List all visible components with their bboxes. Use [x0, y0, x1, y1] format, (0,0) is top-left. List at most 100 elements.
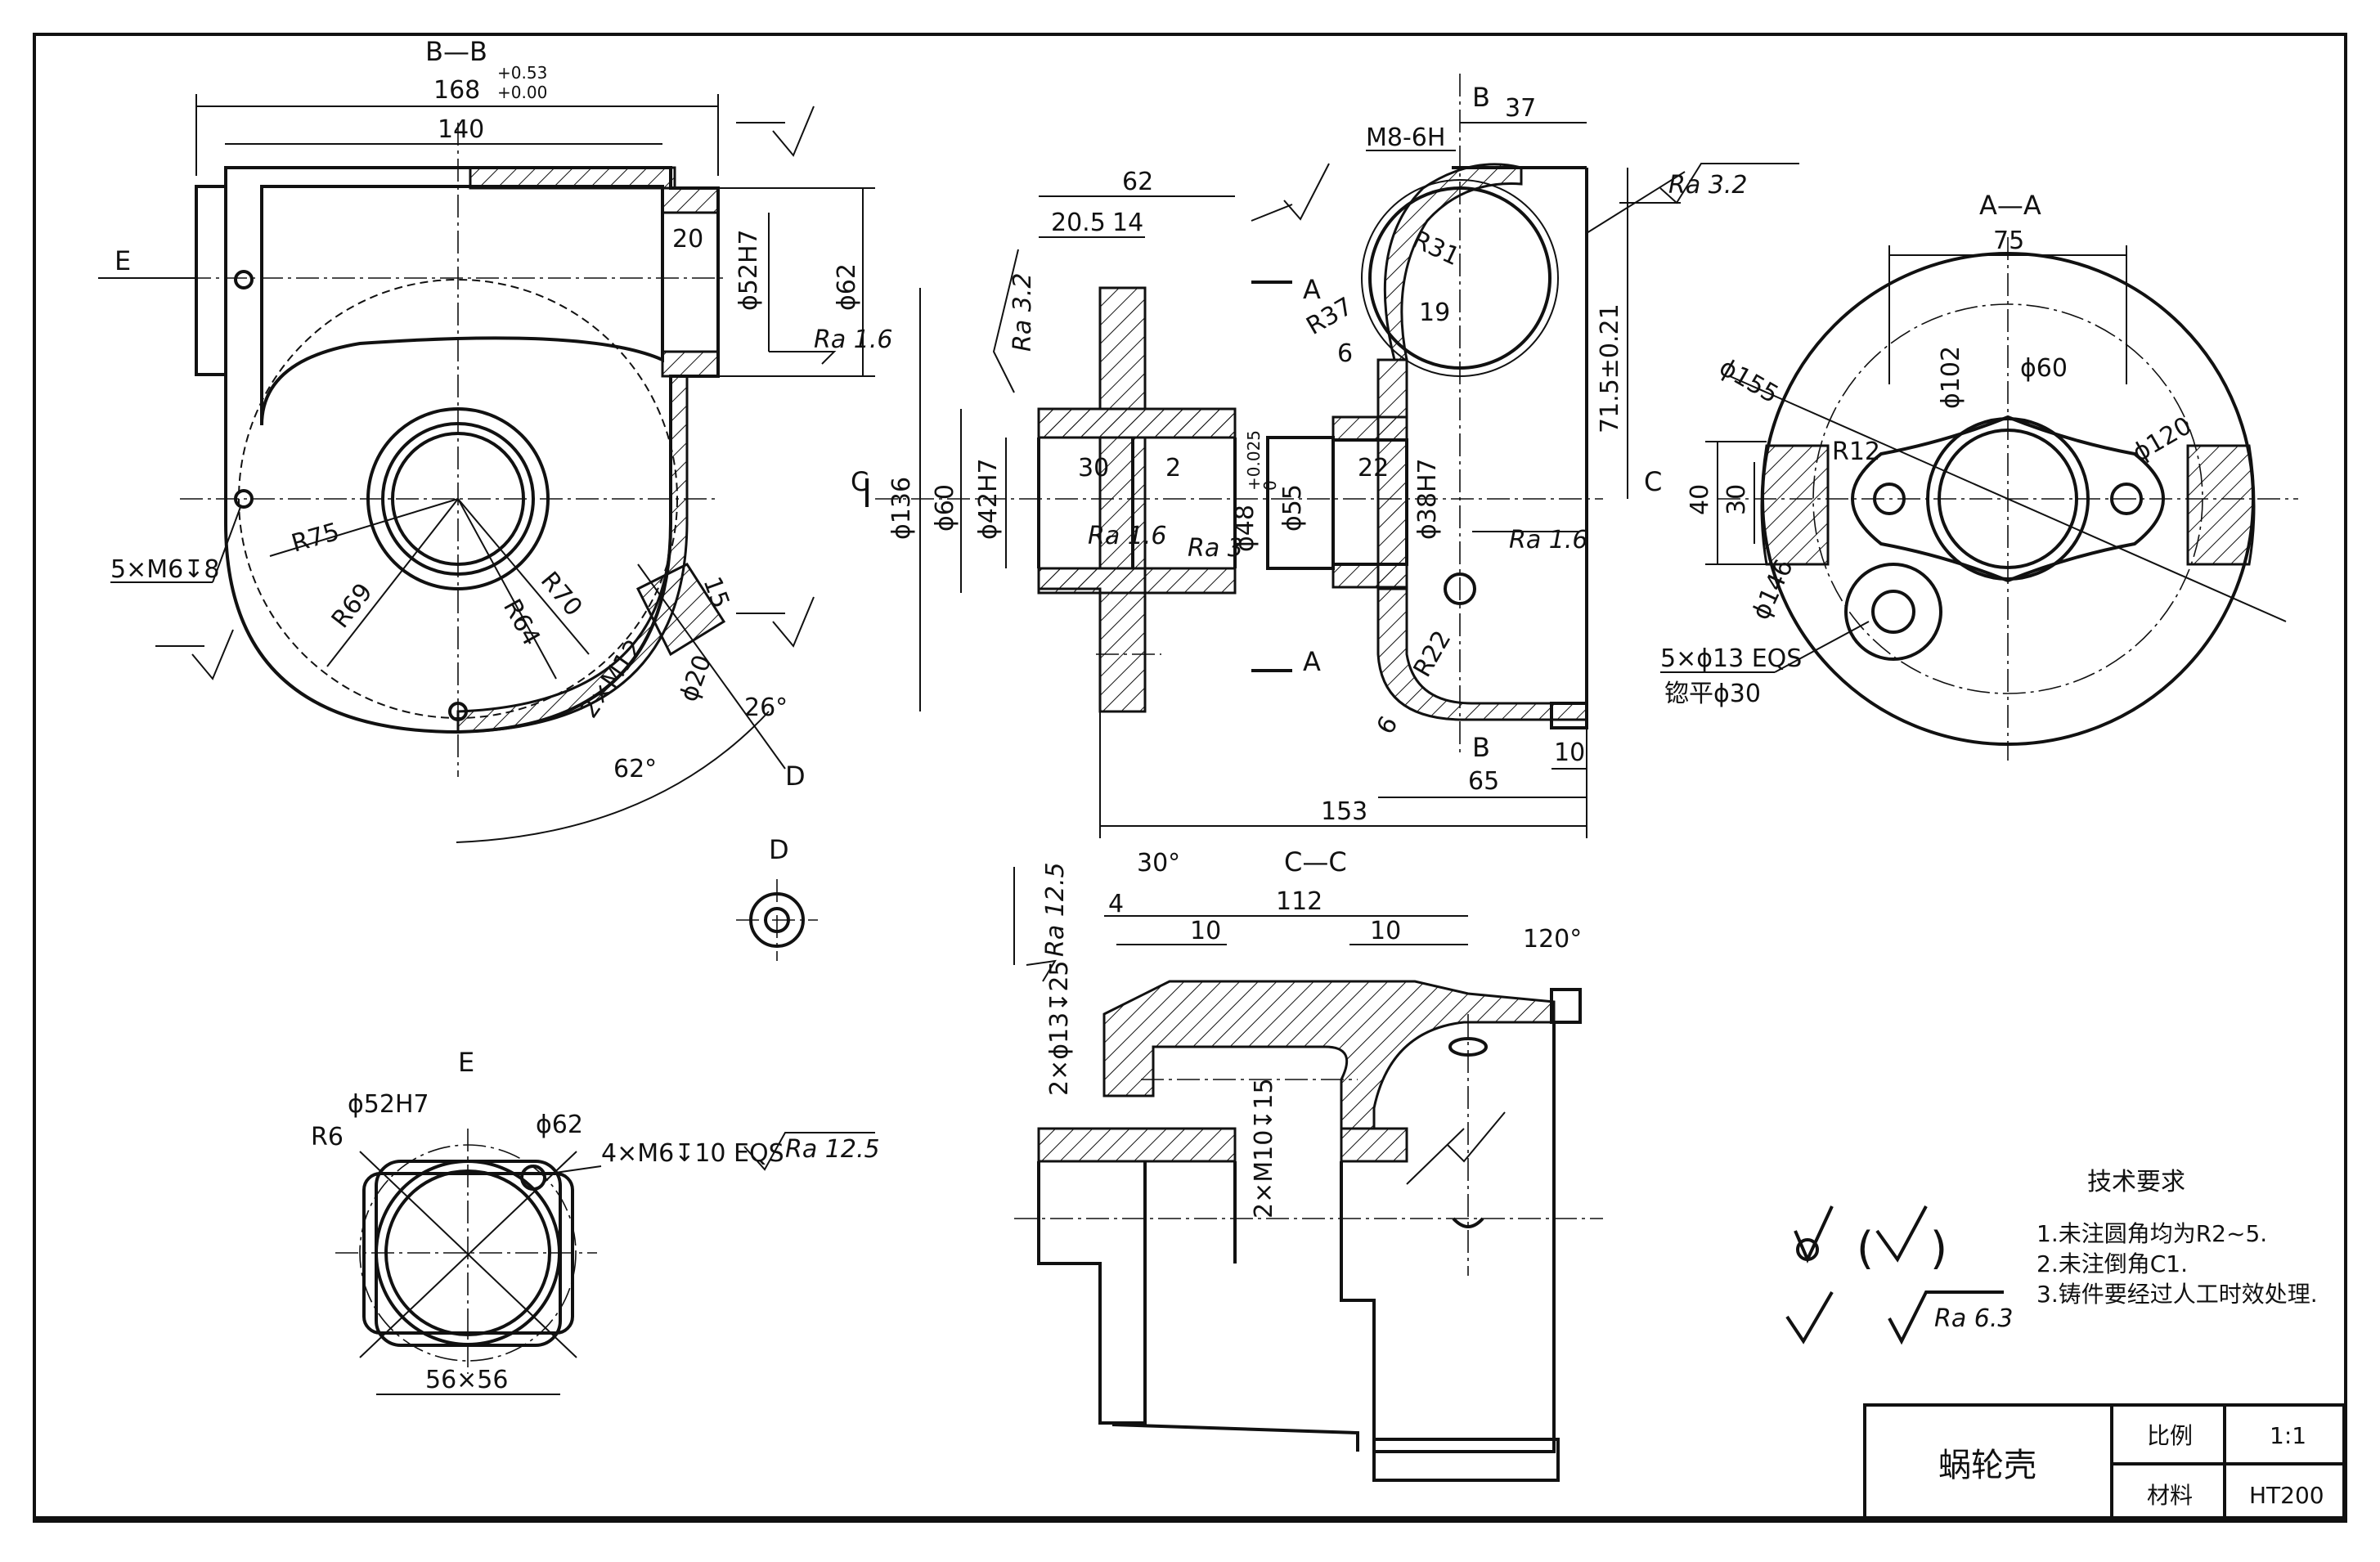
front-dim-60: ϕ60	[931, 484, 959, 532]
front-ra-top: Ra 3.2	[1668, 171, 1747, 200]
bb-inner-cavity	[260, 185, 664, 426]
view-d: D	[736, 834, 818, 961]
front-ra-32: Ra 3.2	[1008, 273, 1037, 352]
title-block: 蜗轮壳 比例 1:1 材料 HT200	[1863, 1403, 2346, 1521]
view-cc-label: C—C	[1284, 846, 1347, 878]
front-dim-153: 153	[1321, 797, 1367, 826]
roughness-paren-left: (	[1857, 1223, 1874, 1274]
front-dim-6a: 6	[1337, 339, 1353, 368]
cc-left-stub	[1037, 1127, 1237, 1163]
bb-dim-52h7: ϕ52H7	[734, 229, 763, 311]
aa-dim-102: ϕ102	[1937, 346, 1965, 409]
e-ra: Ra 12.5	[785, 1135, 880, 1164]
bb-label-e: E	[115, 245, 131, 276]
aa-dim-155: ϕ155	[1714, 353, 1783, 410]
cc-roughness-right	[1406, 1111, 1506, 1185]
e-thread-hole	[520, 1165, 546, 1191]
aa-boss-lower	[1844, 563, 1942, 661]
front-label-c-right: C	[1644, 466, 1662, 497]
bb-angle-26: 26°	[744, 693, 788, 722]
cc-hole-top	[1448, 1037, 1488, 1057]
view-front: 62 20.5 14 ϕ136 ϕ60 ϕ42H7 30 2 ϕ48 +0.02…	[851, 74, 1799, 838]
front-dim-38h7: ϕ38H7	[1413, 458, 1442, 540]
bb-left-flange	[195, 185, 227, 376]
bb-thread-note: 5×M6↧8	[110, 555, 219, 584]
front-dim-55: ϕ55	[1278, 484, 1307, 532]
roughness-legend: ( ) Ra 6.3	[1785, 1205, 2013, 1345]
aa-dim-30: 30	[1722, 484, 1751, 515]
bb-label-d: D	[785, 761, 806, 792]
view-bb-label: B—B	[425, 36, 487, 67]
front-dim-136: ϕ136	[887, 477, 916, 540]
front-dim-65: 65	[1468, 767, 1499, 796]
front-dim-48: ϕ48	[1231, 505, 1260, 552]
e-dim-56: 56×56	[425, 1366, 508, 1394]
cc-top-wall	[1102, 980, 1556, 1130]
e-dim-52h7: ϕ52H7	[348, 1090, 429, 1119]
bb-roughness-symbol-left	[155, 629, 234, 680]
cc-hole-note: 2×ϕ13↧25	[1045, 961, 1074, 1097]
cc-dim-4: 4	[1108, 890, 1124, 918]
front-sleeve-bottom	[1037, 567, 1237, 595]
front-dim-37: 37	[1505, 94, 1536, 123]
front-dim-14: 14	[1112, 209, 1143, 237]
front-dim-m8: M8-6H	[1366, 123, 1445, 152]
bb-width-dim: 168	[433, 76, 480, 105]
front-label-b-bottom: B	[1472, 732, 1490, 763]
front-dim-10: 10	[1554, 738, 1585, 767]
front-sleeve-top	[1037, 407, 1237, 439]
front-roughness-top	[1619, 163, 1799, 204]
tech-requirements-heading: 技术要求	[2087, 1168, 2185, 1196]
bb-bore-top	[661, 186, 720, 214]
front-dim-42h7: ϕ42H7	[974, 458, 1003, 540]
tech-requirement-item-2: 2.未注倒角C1.	[2036, 1250, 2188, 1277]
front-dim-22: 22	[1358, 454, 1389, 483]
title-block-material-label: 材料	[2147, 1482, 2193, 1509]
e-roughness-symbol	[743, 1132, 875, 1171]
bb-dim-r70: R70	[535, 567, 588, 622]
front-label-b-top: B	[1472, 82, 1490, 113]
cc-roughness-symbol	[1013, 867, 1057, 982]
front-label-c-left: C	[851, 466, 869, 497]
bb-bolt-hole-top	[234, 270, 254, 290]
tech-requirement-item-3: 3.铸件要经过人工时效处理.	[2036, 1281, 2318, 1308]
roughness-symbol-63	[1888, 1290, 2004, 1345]
bb-dim-20: 20	[672, 225, 703, 254]
cc-dim-10b: 10	[1370, 917, 1401, 945]
aa-dim-75: 75	[1993, 227, 2024, 255]
aa-dim-40: 40	[1686, 484, 1714, 515]
aa-section-left	[1760, 444, 1830, 566]
cc-ra-125: Ra 12.5	[1041, 862, 1070, 957]
bb-ra-bore: Ra 1.6	[814, 325, 892, 354]
front-label-a-top: A	[1303, 274, 1321, 305]
bb-bore-bottom	[661, 350, 720, 378]
view-aa-label: A—A	[1979, 190, 2041, 221]
front-ra-16b: Ra 1.6	[1509, 526, 1587, 554]
front-plug	[1550, 702, 1588, 729]
roughness-symbol-base	[1794, 1205, 1834, 1264]
bb-bolt-hole-mid	[234, 489, 254, 509]
cc-angle-30: 30°	[1137, 849, 1180, 878]
tech-requirement-item-1: 1.未注圆角均为R2~5.	[2036, 1220, 2267, 1247]
front-dim-30: 30	[1078, 454, 1109, 483]
aa-dim-r12: R12	[1832, 438, 1880, 466]
front-tol-48-upper: +0.025	[1244, 430, 1264, 491]
view-aa: A—A 75 ϕ155 ϕ102 ϕ60 R12 ϕ120 40 30 ϕ146…	[1660, 190, 2298, 761]
front-housing-bottom	[1376, 587, 1588, 721]
cc-dim-112: 112	[1276, 887, 1322, 916]
roughness-symbol-paren	[1875, 1205, 1928, 1263]
aa-spot-note: 锪平ϕ30	[1664, 680, 1761, 708]
cc-thread-note: 2×M10↧15	[1250, 1078, 1278, 1219]
front-dim-2: 2	[1165, 454, 1181, 483]
front-label-a-bottom: A	[1303, 646, 1321, 677]
bb-roughness-symbol-top	[736, 105, 815, 157]
front-flange-section	[1037, 286, 1237, 713]
aa-section-right	[2186, 444, 2256, 566]
title-block-part-name: 蜗轮壳	[1938, 1447, 2036, 1484]
view-bb: B—B 168 +0.53 +0.00 140 R75 R6	[98, 36, 892, 843]
front-ra-16a: Ra 1.6	[1088, 522, 1166, 550]
bb-bolt-hole-bottom	[448, 702, 468, 721]
bb-dim-2m12: 2×M12	[575, 635, 649, 724]
roughness-symbol-machined	[1785, 1290, 1834, 1344]
